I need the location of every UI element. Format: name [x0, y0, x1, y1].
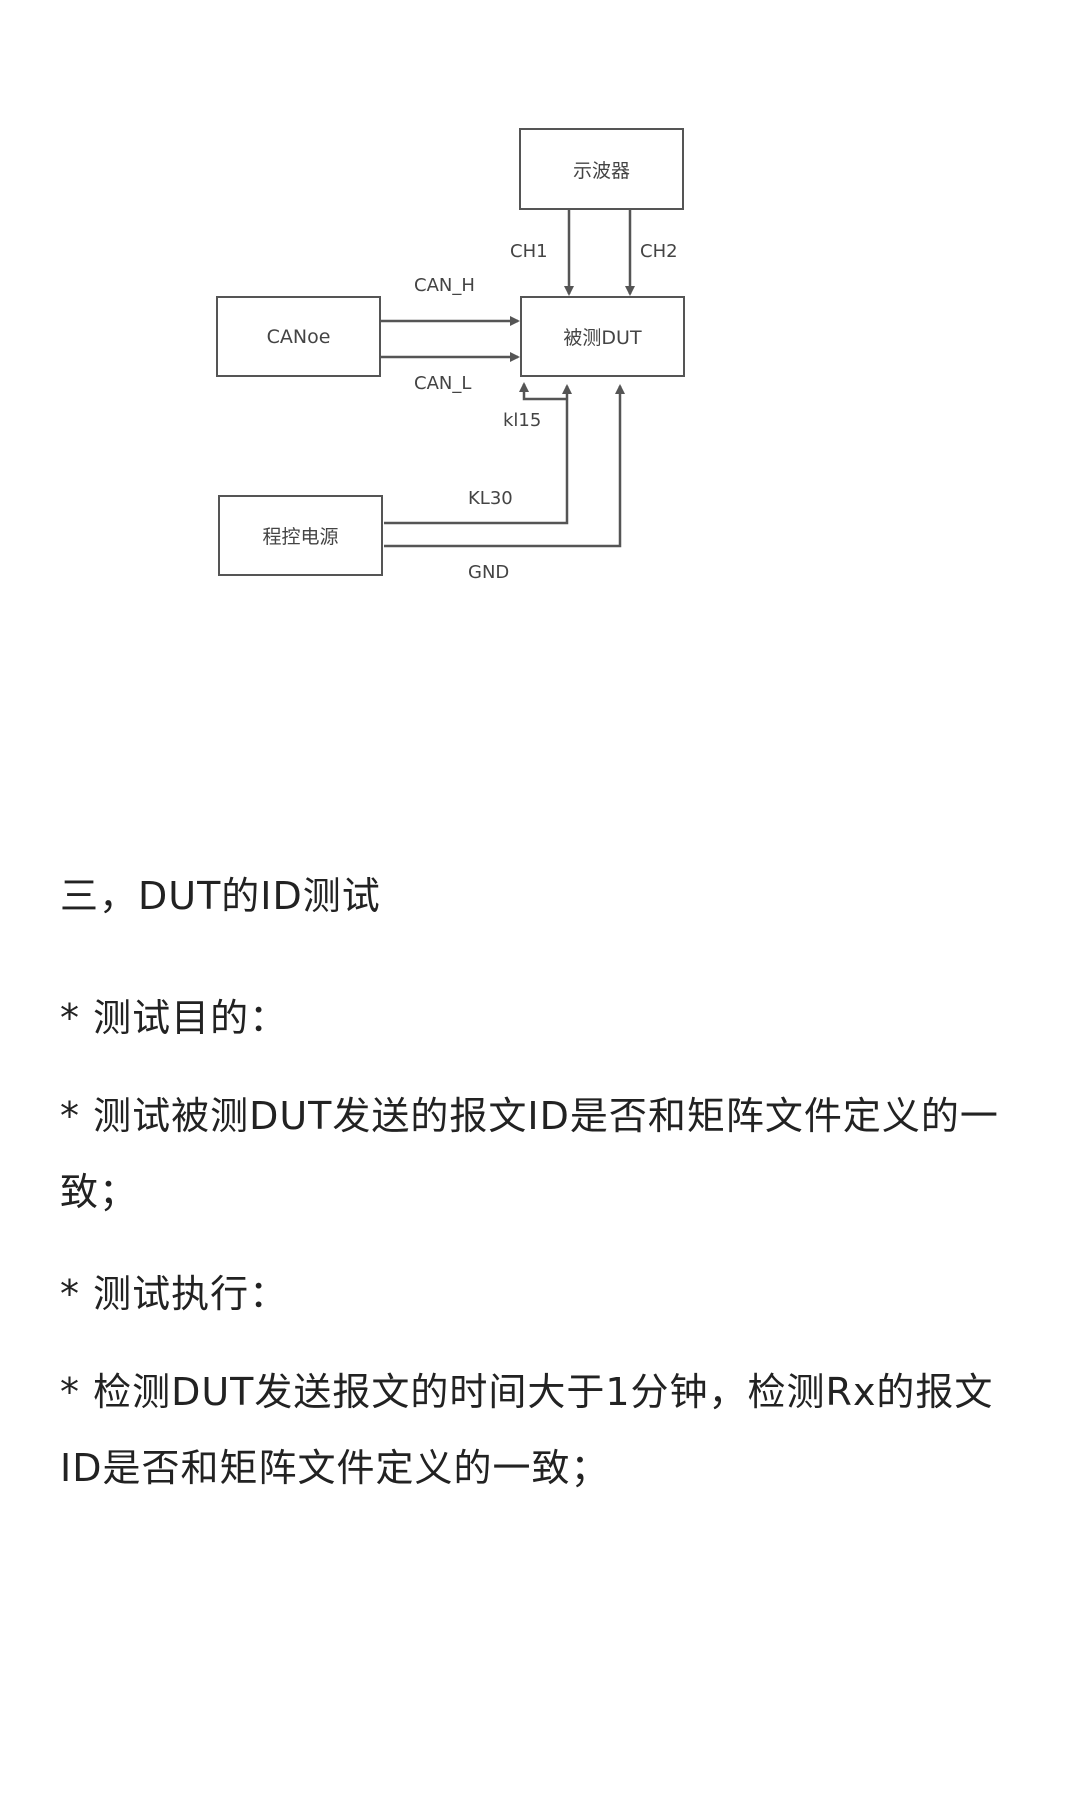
power-supply-box: 程控电源	[218, 495, 383, 576]
gnd-wire	[384, 384, 625, 548]
ch1-label: CH1	[510, 241, 548, 262]
oscilloscope-box: 示波器	[519, 128, 684, 210]
kl30-label: KL30	[468, 488, 513, 509]
section-heading: 三，DUT的ID测试	[60, 874, 381, 918]
wiring-diagram: 示波器 CANoe 被测DUT 程控电源 CH1 CH2 CAN_H CAN_L…	[0, 0, 1080, 640]
kl30-wire	[384, 384, 572, 525]
gnd-label: GND	[468, 562, 510, 583]
dut-label: 被测DUT	[563, 327, 642, 349]
dut-box: 被测DUT	[520, 296, 685, 377]
power-supply-label: 程控电源	[262, 526, 339, 548]
can-l-label: CAN_L	[414, 373, 472, 394]
oscilloscope-label: 示波器	[572, 159, 630, 182]
paragraph-test-purpose-label: * 测试目的：	[60, 996, 289, 1040]
canoe-label: CANoe	[266, 325, 331, 348]
diagram-connectors	[381, 210, 635, 548]
can-h-label: CAN_H	[414, 275, 475, 296]
paragraph-test-execution: * 检测DUT发送报文的时间大于1分钟，检测Rx的报文ID是否和矩阵文件定义的一…	[60, 1370, 994, 1490]
ch2-label: CH2	[640, 241, 678, 262]
kl15-wire	[519, 382, 567, 401]
canoe-box: CANoe	[216, 296, 381, 377]
kl15-label: kl15	[503, 410, 542, 431]
paragraph-test-execution-label: * 测试执行：	[60, 1272, 289, 1316]
paragraph-test-purpose: * 测试被测DUT发送的报文ID是否和矩阵文件定义的一致；	[60, 1094, 999, 1214]
